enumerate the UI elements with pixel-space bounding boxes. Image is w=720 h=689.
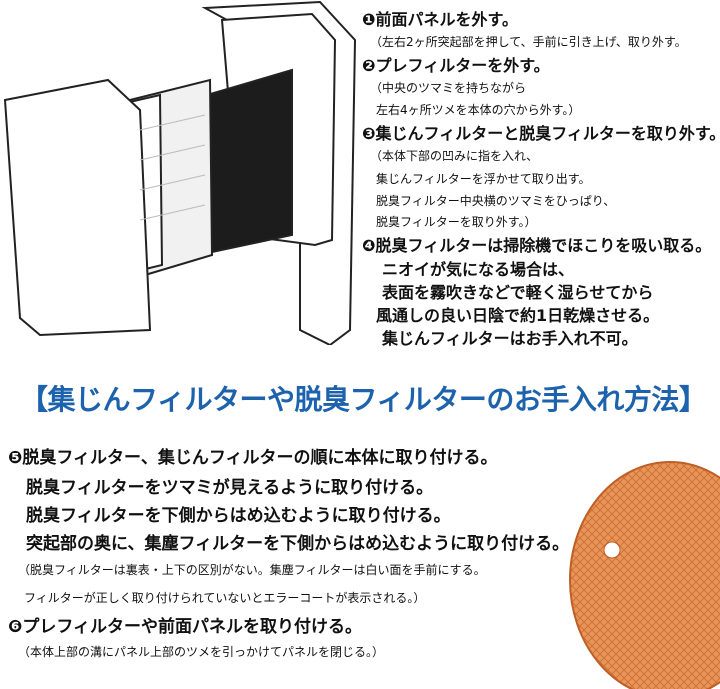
air-purifier-exploded-illustration — [3, 0, 357, 345]
step3-note: 集じんフィルターを浮かせて取り出す。 — [376, 172, 591, 186]
step5-line: 脱臭フィルターをツマミが見えるように取り付ける。 — [26, 478, 434, 498]
step5-line: 脱臭フィルターを下側からはめ込むように取り付ける。 — [26, 506, 451, 526]
step4-line: 集じんフィルターはお手入れ不可。 — [382, 329, 638, 348]
step3-note: 脱臭フィルターを取り外す。） — [376, 215, 537, 229]
humidifier-filter-photo — [569, 461, 720, 689]
step4-line: 表面を霧吹きなどで軽く湿らせてから — [382, 283, 654, 302]
step5-note: （脱臭フィルターは裏表・上下の区別がない。集塵フィルターは白い面を手前にする。 — [18, 563, 486, 577]
step4-heading: ❹脱臭フィルターは掃除機でほこりを吸い取る。 — [362, 236, 712, 255]
step4-line: ニオイが気になる場合は、 — [382, 260, 575, 279]
step1-heading: ❶前面パネルを外す。 — [362, 10, 518, 29]
step6-heading: ❻プレフィルターや前面パネルを取り付ける。 — [8, 617, 363, 637]
step2-note: （中央のツマミを持ちながら — [370, 81, 527, 95]
step5-note: フィルターが正しく取り付けられていないとエラーコートが表示される。） — [24, 591, 426, 605]
section-title: 【集じんフィルターや脱臭フィルターのお手入れ方法】 — [20, 383, 707, 416]
step6-note: （本体上部の溝にパネル上部のツメを引っかけてパネルを閉じる。） — [18, 645, 385, 659]
step1-note: （左右2ヶ所突起部を押して、手前に引き上げ、取り外す。 — [370, 35, 687, 49]
step5-line: 突起部の奥に、集塵フィルターを下側からはめ込むように取り付ける。 — [26, 534, 570, 554]
step5-heading: ❺脱臭フィルター、集じんフィルターの順に本体に取り付ける。 — [8, 448, 498, 468]
step2-heading: ❷プレフィルターを外す。 — [362, 56, 550, 75]
step3-heading: ❸集じんフィルターと脱臭フィルターを取り外す。 — [362, 124, 720, 143]
step3-note: （本体下部の凹みに指を入れ、 — [370, 149, 539, 163]
step2-note: 左右4ヶ所ツメを本体の穴から外す。） — [376, 103, 581, 117]
front-panel — [3, 78, 152, 337]
step4-line: 風通しの良い日陰で約1日乾燥させる。 — [376, 306, 660, 325]
step3-note: 脱臭フィルター中央横のツマミをひっぱり、 — [376, 194, 616, 208]
